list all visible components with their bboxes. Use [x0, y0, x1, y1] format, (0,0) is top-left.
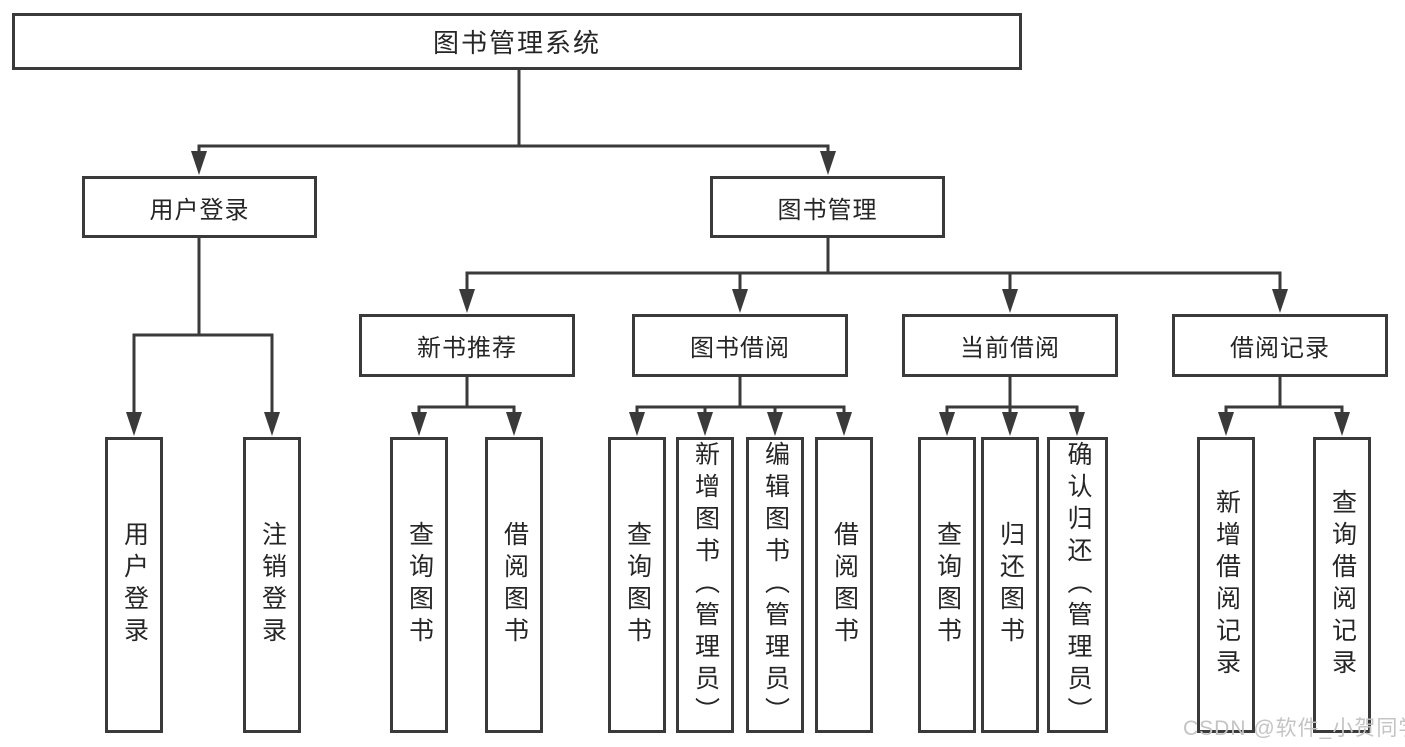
leaf-borrow-books-recommend-label: 借阅图书: [500, 521, 529, 649]
leaf-query-borrow-record: 查询借阅记录: [1313, 437, 1371, 733]
leaf-add-borrow-record-label: 新增借阅记录: [1212, 489, 1241, 681]
leaf-add-book-admin-label: 新增图书（管理员）: [691, 441, 720, 729]
leaf-add-book-admin: 新增图书（管理员）: [676, 437, 734, 733]
leaf-borrow-books-recommend: 借阅图书: [485, 437, 543, 733]
leaf-add-borrow-record: 新增借阅记录: [1197, 437, 1255, 733]
node-root: 图书管理系统: [12, 13, 1022, 70]
node-new-book-recommend: 新书推荐: [359, 314, 575, 377]
node-book-management: 图书管理: [710, 176, 945, 238]
node-user-login-label: 用户登录: [149, 196, 250, 224]
node-current-borrowing-label: 当前借阅: [960, 335, 1060, 362]
leaf-borrow-books-borrowing: 借阅图书: [815, 437, 873, 733]
leaf-query-books-current: 查询图书: [918, 437, 976, 733]
leaf-borrow-books-borrowing-label: 借阅图书: [830, 521, 859, 649]
leaf-query-books-borrowing-label: 查询图书: [623, 521, 652, 649]
leaf-confirm-return-admin-label: 确认归还（管理员）: [1064, 441, 1092, 729]
watermark: CSDN @软件_小贺同学: [1183, 717, 1405, 740]
leaf-query-borrow-record-label: 查询借阅记录: [1328, 489, 1357, 681]
leaf-query-books-borrowing: 查询图书: [608, 437, 666, 733]
node-borrow-records-label: 借阅记录: [1230, 335, 1330, 362]
node-borrow-records: 借阅记录: [1172, 314, 1388, 377]
node-user-login: 用户登录: [82, 176, 317, 238]
leaf-user-login: 用户登录: [105, 437, 163, 733]
leaf-edit-book-admin: 编辑图书（管理员）: [746, 437, 804, 733]
leaf-query-books-recommend: 查询图书: [390, 437, 448, 733]
node-current-borrowing: 当前借阅: [902, 314, 1118, 377]
leaf-return-book: 归还图书: [981, 437, 1039, 733]
leaf-confirm-return-admin: 确认归还（管理员）: [1047, 437, 1108, 733]
node-new-book-recommend-label: 新书推荐: [417, 335, 517, 362]
leaf-query-books-recommend-label: 查询图书: [405, 521, 434, 649]
leaf-return-book-label: 归还图书: [996, 521, 1025, 649]
node-root-label: 图书管理系统: [432, 28, 601, 58]
leaf-query-books-current-label: 查询图书: [933, 521, 962, 649]
leaf-logout-label: 注销登录: [258, 521, 287, 649]
leaf-logout: 注销登录: [243, 437, 301, 733]
node-book-borrowing-label: 图书借阅: [690, 335, 790, 362]
leaf-user-login-label: 用户登录: [120, 521, 149, 649]
node-book-borrowing: 图书借阅: [632, 314, 848, 377]
leaf-edit-book-admin-label: 编辑图书（管理员）: [761, 441, 790, 729]
node-book-management-label: 图书管理: [777, 196, 878, 224]
